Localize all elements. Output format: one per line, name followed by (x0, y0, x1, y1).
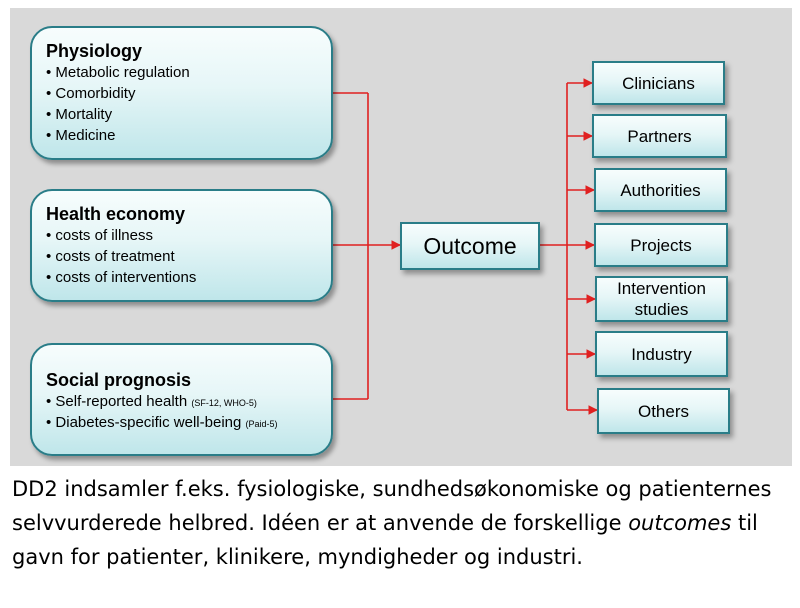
target-label: Clinicians (622, 73, 695, 93)
box-item: Diabetes-specific well-being (Paid-5) (46, 413, 317, 434)
box-item: costs of interventions (46, 268, 317, 289)
box-item: Mortality (46, 105, 317, 126)
box-item: costs of illness (46, 226, 317, 247)
target-box-projects: Projects (594, 223, 728, 267)
target-label: Others (637, 401, 690, 421)
target-label: Industry (631, 344, 692, 364)
box-item: Metabolic regulation (46, 63, 317, 84)
box-title: Health economy (46, 204, 186, 224)
caption-emphasis: outcomes (628, 511, 732, 535)
box-item: Self-reported health (SF-12, WHO-5) (46, 392, 317, 413)
target-box-industry: Industry (595, 331, 728, 377)
box-item: costs of treatment (46, 247, 317, 268)
target-box-partners: Partners (592, 114, 727, 158)
target-box-others: Others (597, 388, 730, 434)
target-box-intervention-studies: Intervention studies (595, 276, 728, 322)
box-item: Medicine (46, 126, 317, 147)
outcome-box: Outcome (400, 222, 540, 270)
social-prognosis-box: Social prognosis Self-reported health (S… (30, 343, 333, 456)
target-label: Intervention studies (617, 279, 706, 319)
box-title: Social prognosis (46, 370, 192, 390)
caption-text: DD2 indsamler f.eks. fysiologiske, sundh… (12, 477, 772, 569)
outcome-label: Outcome (423, 232, 517, 259)
physiology-box: Physiology Metabolic regulation Comorbid… (30, 26, 333, 160)
target-box-authorities: Authorities (594, 168, 727, 212)
target-label: Partners (627, 126, 692, 146)
health-economy-box: Health economy costs of illness costs of… (30, 189, 333, 302)
box-item: Comorbidity (46, 84, 317, 105)
target-box-clinicians: Clinicians (592, 61, 725, 105)
target-label: Projects (630, 235, 692, 255)
box-title: Physiology (46, 41, 143, 61)
target-label: Authorities (620, 180, 701, 200)
